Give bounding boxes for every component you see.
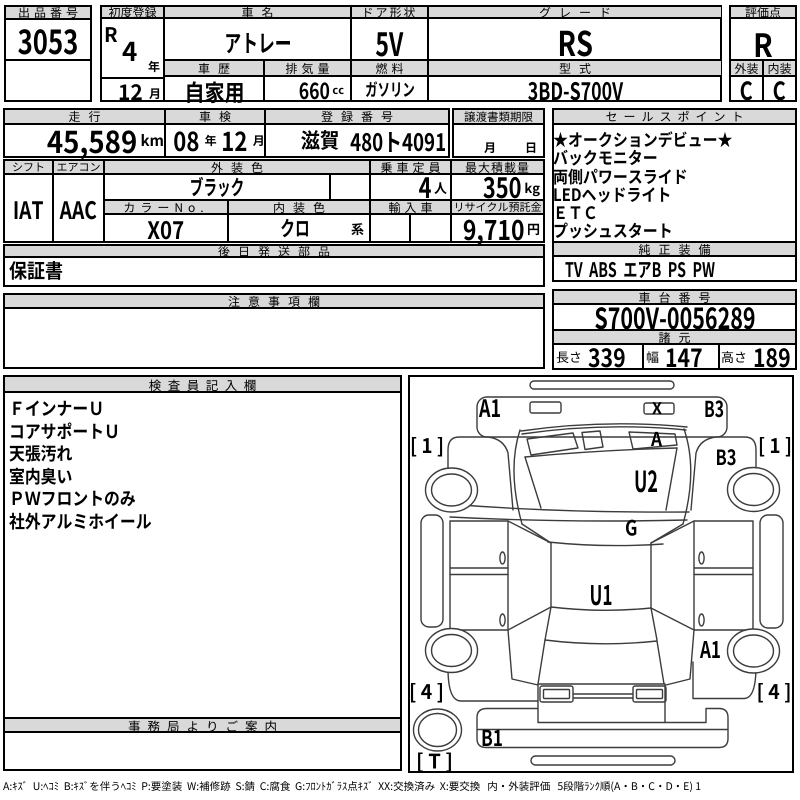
svg-text:[ T ]: [ T ]: [416, 746, 453, 774]
svg-text:[ 4 ]: [ 4 ]: [409, 676, 444, 705]
svg-text:U2: U2: [634, 459, 658, 501]
svg-text:[ 4 ]: [ 4 ]: [757, 676, 792, 705]
svg-text:U1: U1: [590, 574, 613, 613]
svg-text:A1: A1: [478, 389, 501, 424]
svg-text:B3: B3: [716, 442, 737, 472]
svg-text:A1: A1: [699, 631, 721, 665]
svg-text:X: X: [652, 395, 662, 419]
svg-text:B3: B3: [704, 392, 724, 424]
svg-text:[ 1 ]: [ 1 ]: [410, 430, 444, 459]
svg-text:G: G: [625, 513, 638, 543]
svg-text:A: A: [650, 425, 663, 452]
svg-text:B1: B1: [481, 721, 503, 753]
svg-text:[ 1 ]: [ 1 ]: [758, 430, 792, 459]
